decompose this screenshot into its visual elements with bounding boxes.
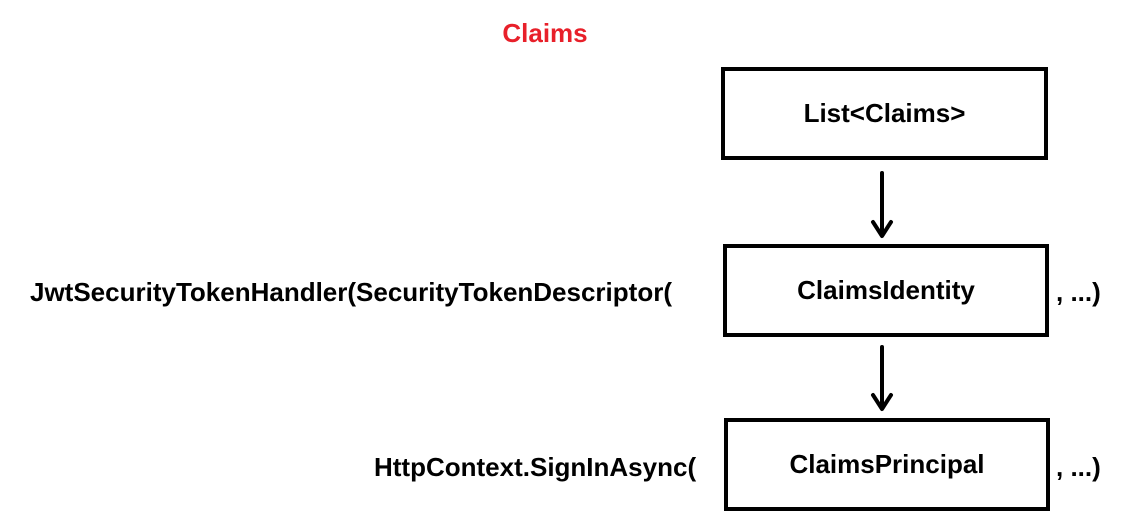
- list-claims-box: List<Claims>: [721, 67, 1048, 160]
- claims-principal-box: ClaimsPrincipal: [724, 418, 1050, 511]
- arrow-identity-to-principal: [871, 345, 893, 411]
- claims-identity-box: ClaimsIdentity: [723, 244, 1049, 337]
- jwt-handler-text: JwtSecurityTokenHandler(SecurityTokenDes…: [30, 277, 672, 307]
- arrow-list-to-identity: [871, 171, 893, 238]
- list-claims-label: List<Claims>: [803, 98, 966, 128]
- diagram-title: Claims: [502, 18, 588, 48]
- claims-principal-label: ClaimsPrincipal: [789, 449, 985, 479]
- principal-args-suffix: , ...): [1056, 452, 1101, 482]
- sign-in-async-text: HttpContext.SignInAsync(: [374, 452, 697, 482]
- claims-identity-label: ClaimsIdentity: [797, 275, 975, 305]
- identity-args-suffix: , ...): [1056, 277, 1101, 307]
